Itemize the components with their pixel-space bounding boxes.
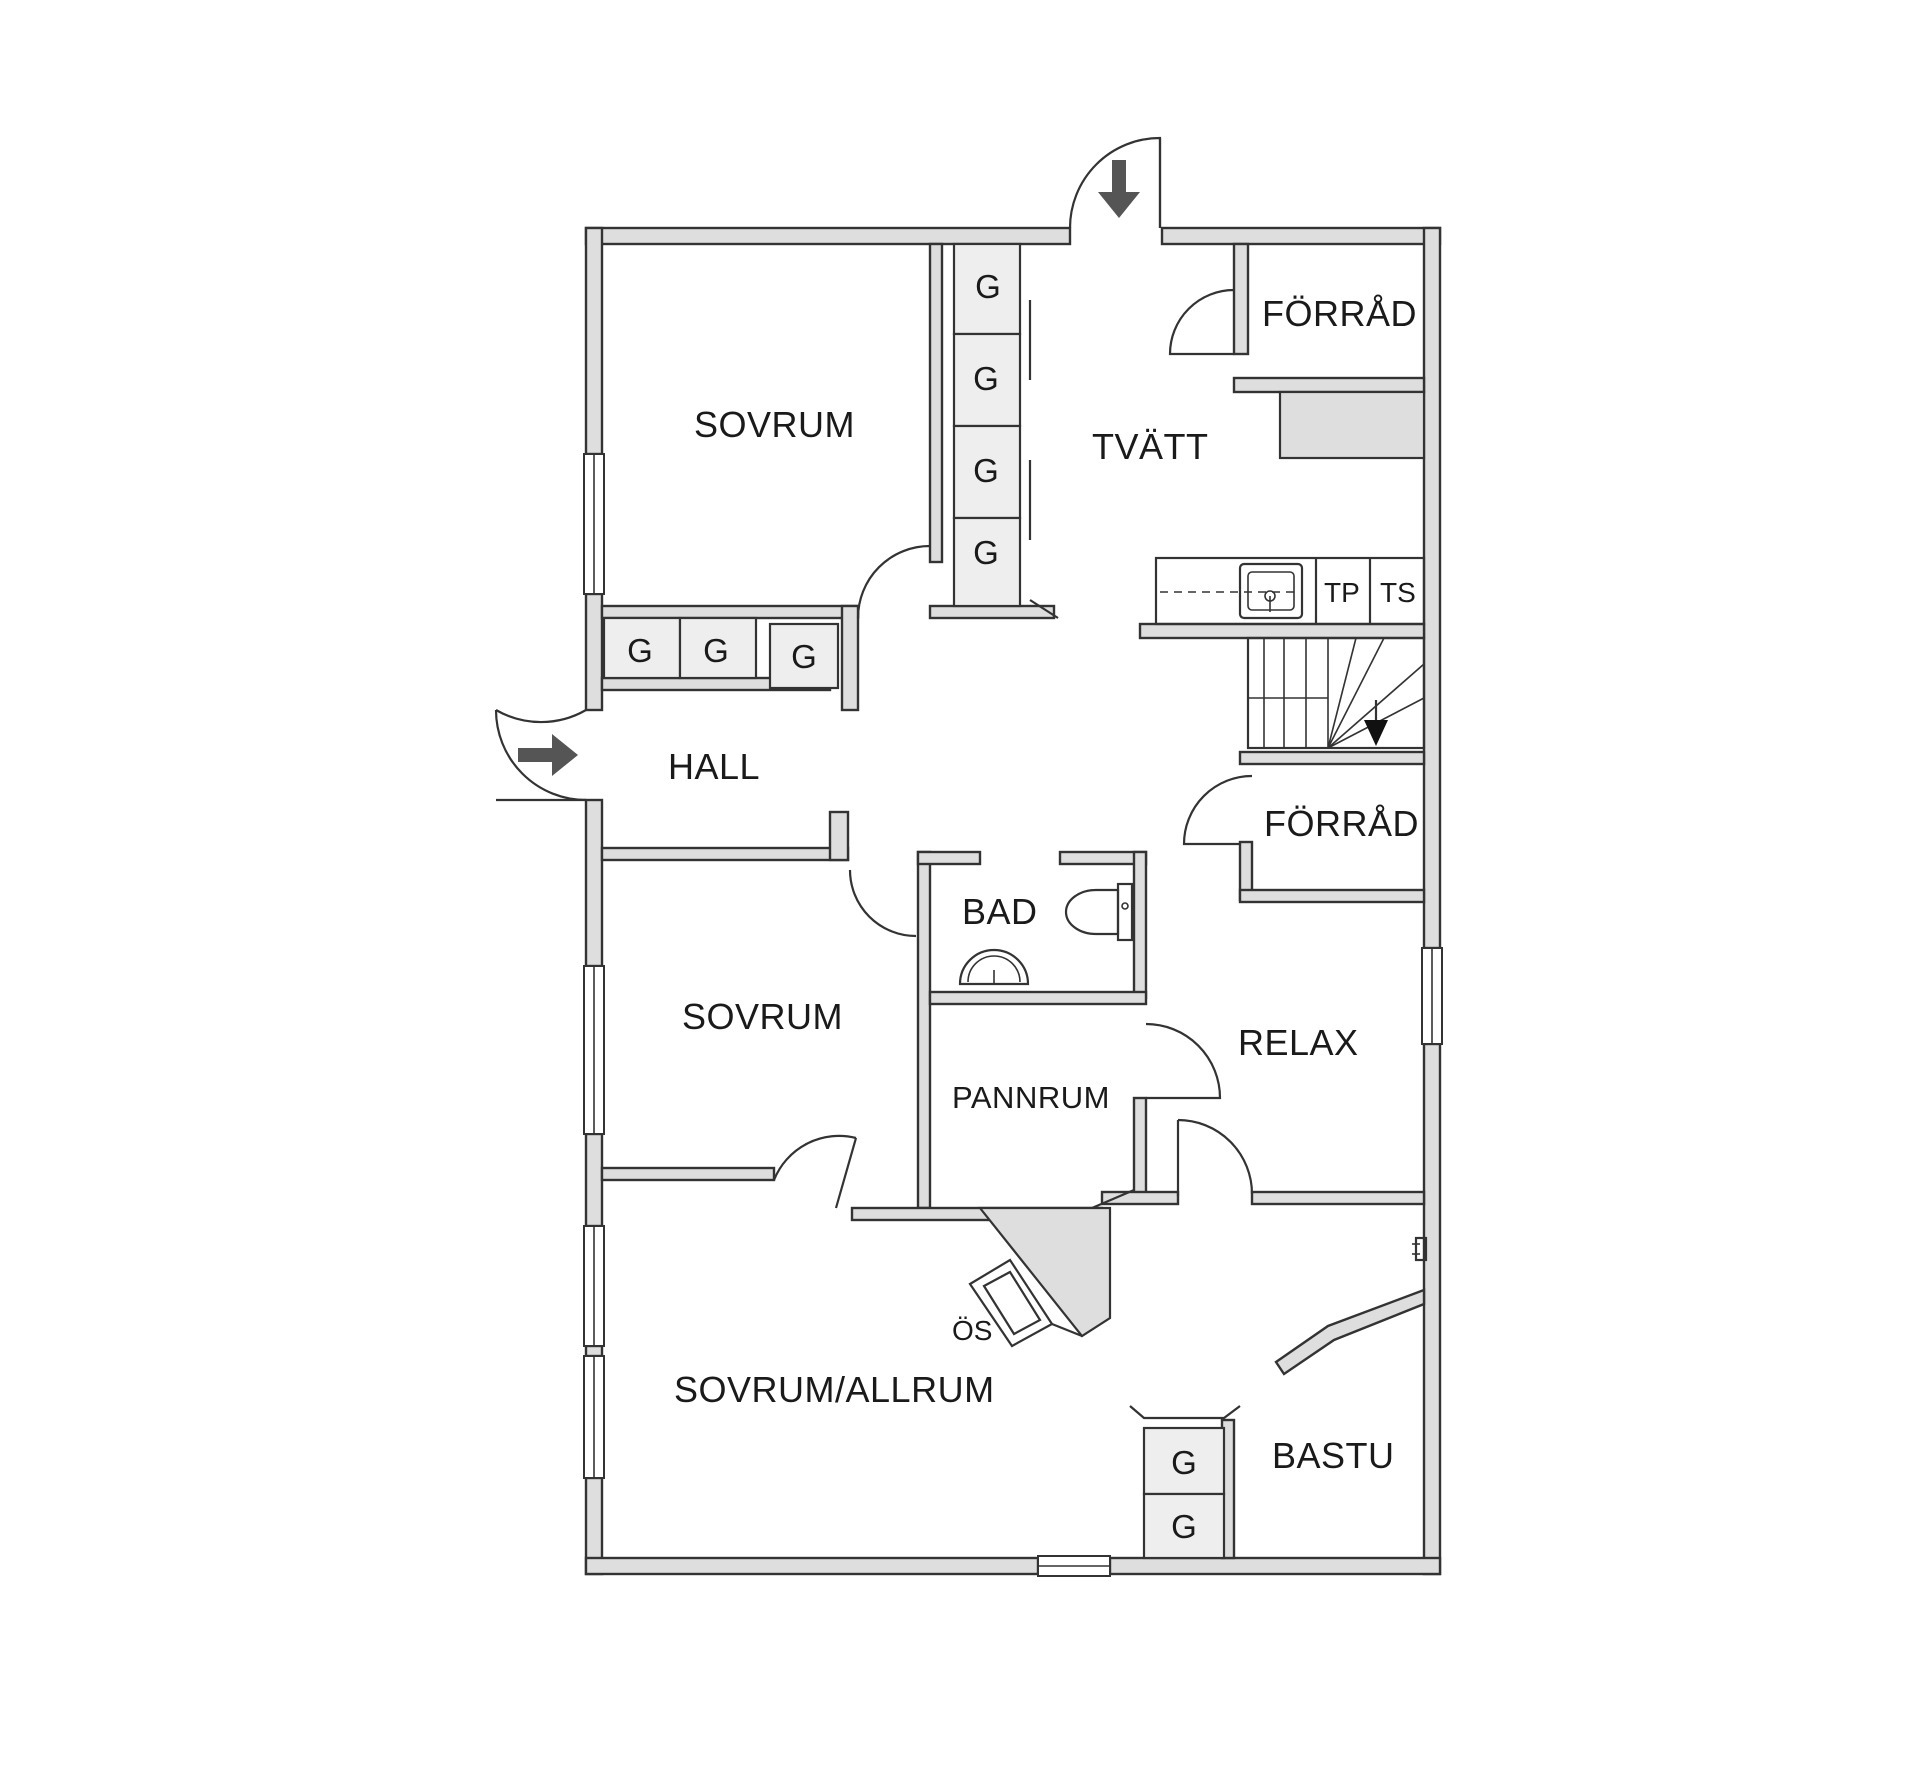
wardrobe-labels: G G G G G G G G G xyxy=(627,268,1197,1545)
room-label-tvatt: TVÄTT xyxy=(1092,426,1209,467)
wardrobe-label: G xyxy=(975,268,1001,305)
room-label-relax: RELAX xyxy=(1238,1022,1359,1063)
room-label-sovrum-top: SOVRUM xyxy=(694,404,855,445)
stairs xyxy=(1246,636,1426,750)
room-labels: SOVRUM TVÄTT FÖRRÅD HALL FÖRRÅD BAD SOVR… xyxy=(668,293,1419,1476)
room-label-forrad-top: FÖRRÅD xyxy=(1262,293,1417,334)
doors xyxy=(494,136,1254,1210)
storage-block xyxy=(1278,390,1426,460)
windows xyxy=(583,453,1443,1577)
wardrobe-label: G xyxy=(791,638,817,675)
wardrobes xyxy=(602,242,1241,1560)
washbasin-icon xyxy=(958,948,1030,986)
room-label-pannrum: PANNRUM xyxy=(952,1080,1110,1115)
wardrobe-label: G xyxy=(703,632,729,669)
wardrobe xyxy=(678,616,758,680)
fixture-label-tp: TP xyxy=(1324,577,1360,608)
fireplace xyxy=(968,1206,1112,1348)
interior-walls xyxy=(600,242,1426,1560)
room-label-bad: BAD xyxy=(962,891,1038,932)
wardrobe xyxy=(768,622,840,690)
wardrobe-label: G xyxy=(973,452,999,489)
wardrobe xyxy=(952,424,1022,520)
fixture-label-os: ÖS xyxy=(952,1315,992,1346)
sauna-heater-icon xyxy=(1412,1236,1428,1262)
fixture-label-ts: TS xyxy=(1380,577,1416,608)
room-label-sovrum-mid: SOVRUM xyxy=(682,996,843,1037)
wardrobe xyxy=(1142,1492,1226,1560)
room-label-hall: HALL xyxy=(668,746,760,787)
entrance-arrow-top-icon xyxy=(1098,160,1140,218)
entrance-arrow-left-icon xyxy=(518,734,578,776)
wardrobe-label: G xyxy=(627,632,653,669)
wardrobe-label: G xyxy=(973,534,999,571)
wardrobe xyxy=(952,516,1022,608)
wardrobe-label: G xyxy=(1171,1508,1197,1545)
stair-direction-icon xyxy=(1364,720,1388,746)
wardrobe-label: G xyxy=(973,360,999,397)
room-label-bastu: BASTU xyxy=(1272,1435,1395,1476)
laundry-counter xyxy=(1154,556,1426,626)
room-label-sovrum-allrum: SOVRUM/ALLRUM xyxy=(674,1369,995,1410)
toilet-icon xyxy=(1064,882,1134,942)
sink-icon xyxy=(1238,562,1304,620)
wardrobe-label: G xyxy=(1171,1444,1197,1481)
room-label-forrad-mid: FÖRRÅD xyxy=(1264,803,1419,844)
